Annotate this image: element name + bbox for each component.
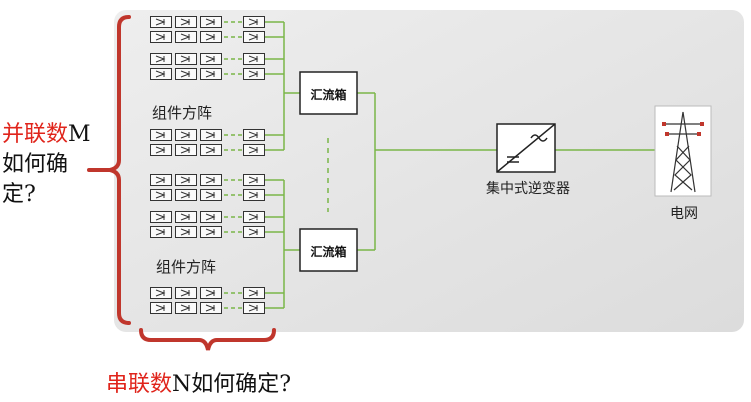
pv-module-icon: [150, 211, 172, 223]
pv-module-icon: [200, 129, 222, 141]
pv-module-icon: [200, 68, 222, 80]
pv-module-icon: [150, 68, 172, 80]
pv-module-icon: [150, 31, 172, 43]
pv-module-icon: [175, 174, 197, 186]
combiner-label-top: 汇流箱: [310, 87, 346, 102]
pv-module-icon: [243, 31, 265, 43]
parallel-question-line2: 如何确: [2, 152, 69, 177]
parallel-question-line3: 定?: [2, 182, 36, 207]
pv-module-icon: [175, 144, 197, 156]
pv-module-icon: [175, 189, 197, 201]
parallel-count-label: 并联数: [2, 122, 69, 147]
pv-module-icon: [243, 211, 265, 223]
array-label-bottom: 组件方阵: [156, 258, 216, 276]
pv-module-icon: [243, 16, 265, 28]
pv-module-icon: [175, 302, 197, 314]
combiner-box-top: 汇流箱: [299, 71, 358, 115]
transmission-tower-icon: [654, 105, 712, 197]
pv-module-icon: [243, 226, 265, 238]
series-count-label: 串联数: [106, 372, 173, 397]
pv-module-icon: [150, 287, 172, 299]
bottom-bracket: [139, 328, 276, 351]
pv-module-icon: [243, 287, 265, 299]
pv-module-icon: [200, 53, 222, 65]
pv-module-icon: [150, 226, 172, 238]
green-wiring: [224, 21, 655, 309]
pv-module-icon: [243, 174, 265, 186]
pv-module-icon: [243, 53, 265, 65]
grid-label: 电网: [670, 206, 698, 222]
pv-module-icon: [150, 302, 172, 314]
pv-module-icon: [175, 68, 197, 80]
pv-module-icon: [243, 302, 265, 314]
pv-module-icon: [150, 53, 172, 65]
diagram-panel: [114, 10, 744, 332]
pv-module-icon: [150, 144, 172, 156]
pv-module-icon: [243, 68, 265, 80]
pv-module-icon: [150, 16, 172, 28]
array-label-top: 组件方阵: [152, 104, 212, 122]
pv-module-icon: [200, 174, 222, 186]
parallel-count-var: M: [68, 122, 91, 147]
pv-module-icon: [175, 16, 197, 28]
pv-module-icon: [200, 211, 222, 223]
combiner-box-icon: [299, 228, 358, 272]
pv-module-icon: [200, 302, 222, 314]
pv-module-icon: [200, 31, 222, 43]
pv-module-icon: [175, 129, 197, 141]
combiner-box-icon: [299, 71, 358, 115]
parallel-count-question: 并联数M 如何确 定?: [2, 120, 112, 210]
pv-module-icon: [200, 189, 222, 201]
inverter: 集中式逆变器: [486, 123, 570, 197]
pv-module-icon: [175, 31, 197, 43]
pv-module-icon: [200, 16, 222, 28]
inverter-label: 集中式逆变器: [486, 180, 570, 197]
pv-module-icon: [150, 189, 172, 201]
pv-module-icon: [175, 53, 197, 65]
pv-module-icon: [150, 129, 172, 141]
grid-tower: 电网: [654, 105, 712, 222]
pv-module-icon: [150, 174, 172, 186]
pv-module-icon: [200, 287, 222, 299]
pv-module-icon: [200, 226, 222, 238]
pv-module-icon: [243, 189, 265, 201]
pv-module-icon: [243, 144, 265, 156]
series-count-question: 串联数N如何确定?: [106, 370, 426, 400]
series-question-rest: N如何确定?: [172, 372, 292, 397]
pv-module-icon: [243, 129, 265, 141]
pv-module-icon: [200, 144, 222, 156]
pv-module-icon: [175, 211, 197, 223]
combiner-box-bottom: 汇流箱: [299, 228, 358, 272]
pv-module-icon: [175, 226, 197, 238]
pv-module-icon: [175, 287, 197, 299]
combiner-label-bottom: 汇流箱: [310, 244, 346, 259]
